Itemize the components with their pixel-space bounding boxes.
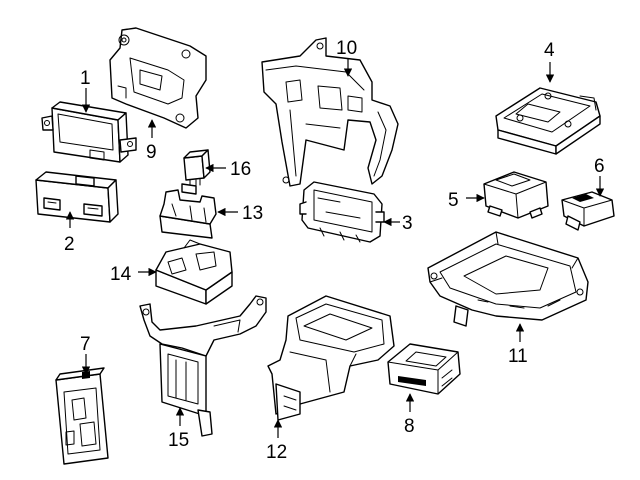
part-14-tray bbox=[155, 239, 233, 305]
part-1-control-module bbox=[41, 101, 137, 163]
part-11-tray bbox=[427, 231, 589, 327]
part-7-module bbox=[55, 367, 109, 465]
callout-8: 8 bbox=[404, 416, 415, 437]
callout-2: 2 bbox=[64, 234, 75, 255]
part-10-frame bbox=[261, 37, 399, 187]
part-6-module bbox=[561, 191, 615, 231]
callout-3: 3 bbox=[402, 213, 413, 234]
part-9-bracket bbox=[109, 27, 207, 129]
part-15-bracket bbox=[139, 295, 267, 437]
callout-13: 13 bbox=[242, 203, 263, 224]
callout-6: 6 bbox=[594, 156, 605, 177]
callout-11: 11 bbox=[508, 346, 528, 367]
callout-5: 5 bbox=[448, 190, 459, 211]
part-2-module bbox=[35, 171, 119, 223]
callout-15: 15 bbox=[168, 430, 189, 451]
part-12-housing bbox=[267, 295, 395, 421]
callout-1: 1 bbox=[80, 68, 91, 89]
callout-14: 14 bbox=[110, 264, 132, 285]
leader-lines bbox=[65, 58, 605, 438]
part-8-module bbox=[387, 343, 461, 395]
part-4-module bbox=[495, 87, 601, 155]
part-5-sensor bbox=[483, 171, 549, 219]
part-13-fuse-holder bbox=[159, 183, 217, 239]
callout-12: 12 bbox=[266, 442, 287, 463]
callout-7: 7 bbox=[80, 334, 91, 355]
callout-4: 4 bbox=[544, 40, 555, 61]
callout-16: 16 bbox=[230, 159, 251, 180]
callout-9: 9 bbox=[146, 142, 157, 163]
part-3-module bbox=[299, 181, 385, 243]
callout-labels: 1 2 3 4 5 6 7 8 9 10 11 12 13 14 15 16 bbox=[64, 38, 605, 463]
callout-10: 10 bbox=[336, 38, 357, 59]
part-16-relay bbox=[183, 149, 211, 187]
